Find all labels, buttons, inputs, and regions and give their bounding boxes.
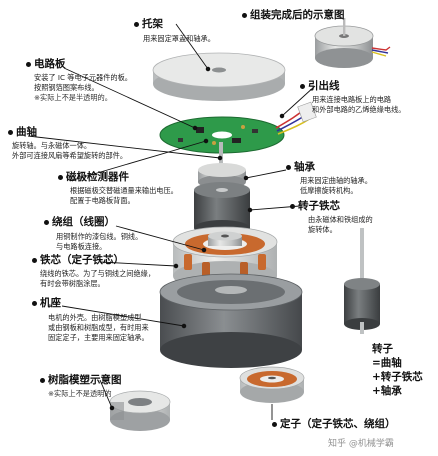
shaft-label: 曲轴: [8, 126, 37, 139]
bullet-icon: [242, 12, 247, 18]
winding-label: 绕组（线圈）: [44, 216, 115, 229]
watermark: 知乎 @机械学霸: [328, 439, 394, 449]
rotor-assembly-illustration: [344, 228, 380, 334]
stator-core-label: 铁芯（定子铁芯）: [32, 254, 124, 267]
rotor-illustration: [194, 163, 250, 236]
base-illustration: [159, 273, 303, 368]
lead-wire-label: 引出线: [300, 80, 340, 93]
assembled-label: 组装完成后的示意图: [242, 9, 345, 22]
pcb-label: 电路板: [26, 58, 66, 71]
bearing-description: 用来固定曲轴的轴承。 低摩擦旋转机构。: [300, 176, 372, 195]
sensor-label: 磁极检测器件: [58, 171, 129, 184]
base-description: 电机的外壳。由树脂模塑成型 或由钢板和树脂成型，有时用来 固定定子，主要用来固定…: [48, 313, 149, 342]
bullet-icon: [290, 203, 295, 209]
bullet-icon: [32, 300, 37, 306]
bullet-icon: [32, 257, 37, 263]
stator-unit-label: 定子（定子铁芯、绕组）: [272, 418, 396, 431]
lead-wire-description: 用来连接电路板上的电路 和外部电路的乙烯绝缘电线。: [312, 95, 406, 114]
resin-mold-label: 树脂模塑示意图: [40, 374, 122, 387]
rotor-summary: 转子 =曲轴 +转子铁芯 +轴承: [372, 343, 423, 397]
shaft-description: 旋转轴。与永磁体一体。 外部可连接风扇等希望旋转的部件。: [12, 141, 128, 160]
bullet-icon: [272, 421, 277, 427]
pcb-description: 安装了 IC 等电子元器件的板。 按照钢箔图案布线。 ※实际上不是半透明的。: [34, 73, 132, 102]
tray-description: 用来固定罩盖和轴承。: [143, 34, 215, 43]
bullet-icon: [26, 61, 31, 67]
resin-mold-description: ※实际上不是透明的: [48, 389, 112, 398]
resin-mold-illustration: [109, 390, 171, 431]
sensor-description: 根据磁极交替磁通量来输出电压。 配置于电路板背面。: [70, 186, 178, 205]
tray-illustration: [152, 52, 286, 101]
assembled-motor-illustration: [314, 18, 391, 68]
tray-label: 托架: [134, 18, 163, 31]
bullet-icon: [58, 174, 63, 180]
rotor-core-label: 转子铁芯: [290, 200, 340, 213]
bullet-icon: [44, 219, 49, 225]
base-label: 机座: [32, 297, 61, 310]
bullet-icon: [8, 129, 13, 135]
bullet-icon: [286, 164, 291, 170]
bearing-label: 轴承: [286, 161, 315, 174]
bullet-icon: [40, 377, 45, 383]
stator-unit-illustration: [239, 366, 305, 403]
pcb-illustration: [159, 101, 317, 154]
winding-description: 用铜制作的漆包线。铜线。 与电路板连接。: [56, 232, 143, 251]
rotor-core-description: 由永磁体和铁组成的 旋转体。: [308, 215, 373, 234]
bullet-icon: [300, 83, 305, 89]
bullet-icon: [134, 21, 139, 27]
stator-core-description: 绕线的铁芯。为了与铜线之间绝缘， 有时会带树脂涂层。: [40, 269, 156, 288]
